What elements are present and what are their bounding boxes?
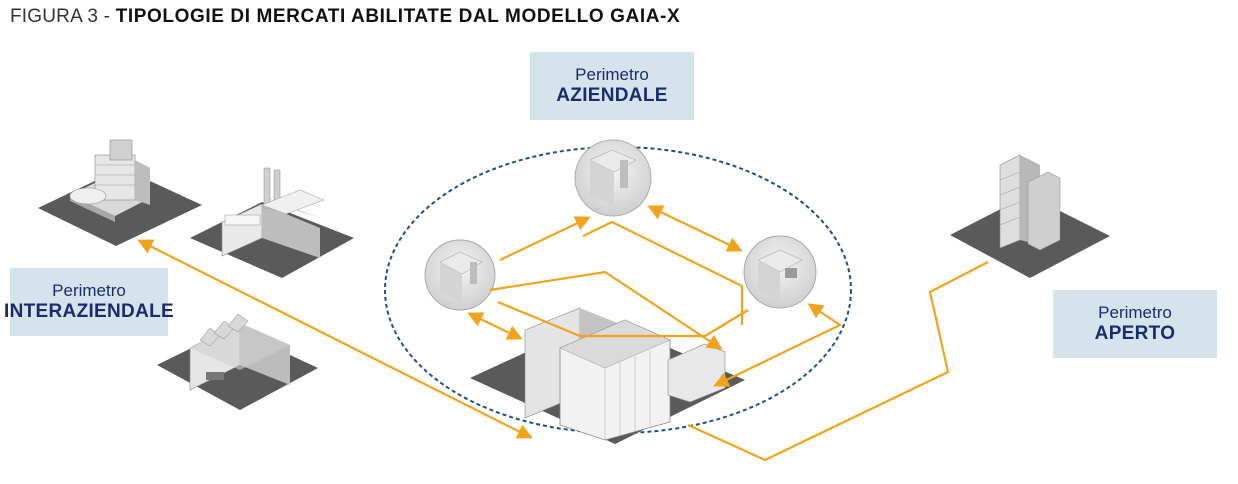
lab-room-icon	[574, 139, 652, 217]
perimeter-interaziendale-line2: INTERAZIENDALE	[4, 300, 174, 322]
perimeter-interaziendale-label: Perimetro INTERAZIENDALE	[4, 268, 174, 336]
perimeter-aziendale-line1: Perimetro	[575, 65, 649, 85]
perimeter-aziendale-label: Perimetro AZIENDALE	[530, 52, 694, 120]
figure-title: FIGURA 3 - TIPOLOGIE DI MERCATI ABILITAT…	[10, 6, 680, 28]
perimeter-aperto-label: Perimetro APERTO	[1053, 290, 1217, 358]
office-room-icon	[424, 239, 496, 311]
warehouse-room-icon	[743, 235, 817, 309]
connection-arrows	[137, 205, 989, 462]
factory-icon	[157, 313, 318, 410]
power-plant-icon	[190, 167, 354, 278]
figure-title-text: TIPOLOGIE DI MERCATI ABILITATE DAL MODEL…	[115, 6, 681, 27]
figure-prefix: FIGURA 3 -	[10, 6, 111, 27]
perimeter-aperto-line1: Perimetro	[1098, 303, 1172, 323]
perimeter-aziendale-line2: AZIENDALE	[556, 84, 668, 106]
perimeter-aperto-line2: APERTO	[1094, 322, 1176, 344]
office-tower-icon	[950, 154, 1110, 278]
headquarters-building-icon	[470, 307, 745, 444]
perimeter-interaziendale-line1: Perimetro	[52, 281, 126, 301]
hospital-building-icon	[38, 139, 202, 246]
